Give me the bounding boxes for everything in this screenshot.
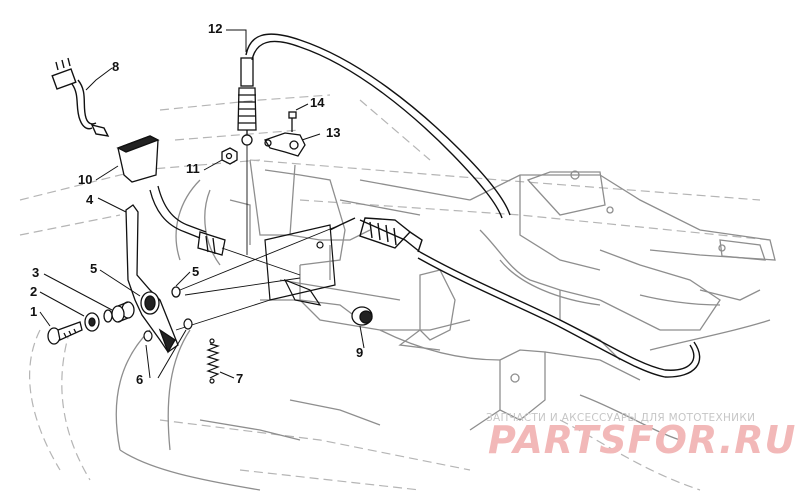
cable-adjuster-upper: [237, 57, 257, 255]
cable-lower: [179, 217, 701, 378]
cap-9: [351, 306, 373, 326]
callout-5-right: 5: [192, 264, 200, 279]
watermark-caption: ЗАПЧАСТИ И АКСЕССУАРЫ ДЛЯ МОТОТЕХНИКИ: [486, 412, 756, 424]
leader-lines: [39, 29, 365, 379]
callout-13: 13: [326, 125, 341, 140]
callout-6: 6: [136, 372, 144, 387]
callout-9: 9: [356, 345, 364, 360]
callout-4: 4: [86, 192, 94, 207]
screw-14: [288, 111, 297, 132]
throttle-lever-4: [125, 204, 179, 354]
cable-12: [245, 33, 511, 219]
lever-13: [264, 132, 306, 157]
pivot-bushing: [140, 277, 301, 331]
watermark-logo: PARTSFOR.RU: [488, 418, 797, 462]
clip-6: [143, 318, 193, 342]
throttle-cable: [149, 185, 301, 276]
spring-7: [206, 338, 220, 384]
washer-2: [84, 312, 100, 332]
callout-7: 7: [236, 371, 244, 386]
callout-2: 2: [30, 284, 38, 299]
callout-3: 3: [32, 265, 40, 280]
bolt-1: [47, 321, 83, 345]
callout-14: 14: [310, 95, 325, 110]
vehicle-frame-members: [115, 159, 776, 491]
switch-wire-8: [51, 57, 110, 137]
nut-11: [221, 147, 238, 165]
callout-5-left: 5: [90, 261, 98, 276]
mount-bracket: [264, 224, 336, 306]
vehicle-frame-outline: [19, 94, 771, 491]
callout-11: 11: [186, 161, 200, 176]
spacer-3: [103, 301, 135, 323]
callout-10: 10: [78, 172, 93, 187]
callout-8: 8: [112, 59, 120, 74]
thumb-pad-10: [116, 135, 160, 183]
callout-12: 12: [208, 21, 223, 36]
callout-1: 1: [30, 304, 38, 319]
